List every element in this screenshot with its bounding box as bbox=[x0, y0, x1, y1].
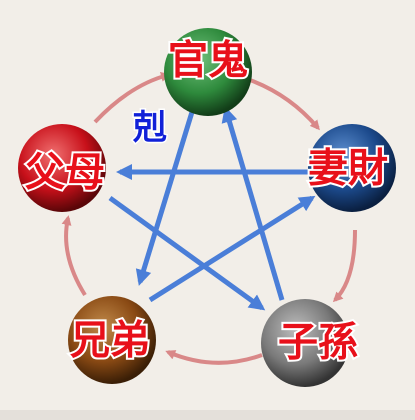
node-top-label: 官鬼 bbox=[168, 37, 248, 84]
node-top-sphere bbox=[164, 28, 252, 116]
node-right-sphere bbox=[308, 124, 396, 212]
bottom-strip bbox=[0, 410, 415, 420]
restrain-arrow-top-to-bottomleft bbox=[135, 111, 195, 286]
restraint-star bbox=[108, 106, 316, 311]
node-bottom-left-label: 兄弟 bbox=[70, 317, 150, 364]
node-bottom-left: 兄弟 bbox=[68, 296, 156, 384]
node-top: 官鬼 bbox=[164, 28, 252, 116]
node-bottom-right: 子孫 bbox=[261, 299, 360, 387]
node-left-sphere bbox=[18, 124, 106, 212]
gen-arrow-left-to-top bbox=[93, 71, 171, 124]
gen-arrow-bottomright-to-bottomleft bbox=[165, 350, 263, 365]
node-bottom-right-sphere bbox=[261, 299, 349, 387]
gen-arrow-top-to-right bbox=[249, 78, 320, 131]
node-left: 父母 bbox=[18, 124, 107, 212]
node-right-label: 妻財 bbox=[308, 145, 388, 192]
node-right: 妻財 bbox=[306, 124, 396, 212]
restrain-arrow-bottomright-to-top bbox=[221, 106, 285, 301]
restrain-arrow-bottomleft-to-right bbox=[148, 195, 316, 303]
node-bottom-left-sphere bbox=[68, 296, 156, 384]
node-bottom-right-label: 子孫 bbox=[278, 319, 358, 366]
gen-arrow-right-to-bottomright bbox=[332, 229, 357, 303]
restrain-label: 剋 bbox=[132, 108, 167, 148]
restrain-arrow-left-to-bottomright bbox=[108, 195, 266, 311]
gen-arrow-bottomleft-to-left bbox=[61, 215, 87, 297]
node-left-label: 父母 bbox=[25, 149, 105, 196]
generation-cycle bbox=[61, 71, 357, 365]
